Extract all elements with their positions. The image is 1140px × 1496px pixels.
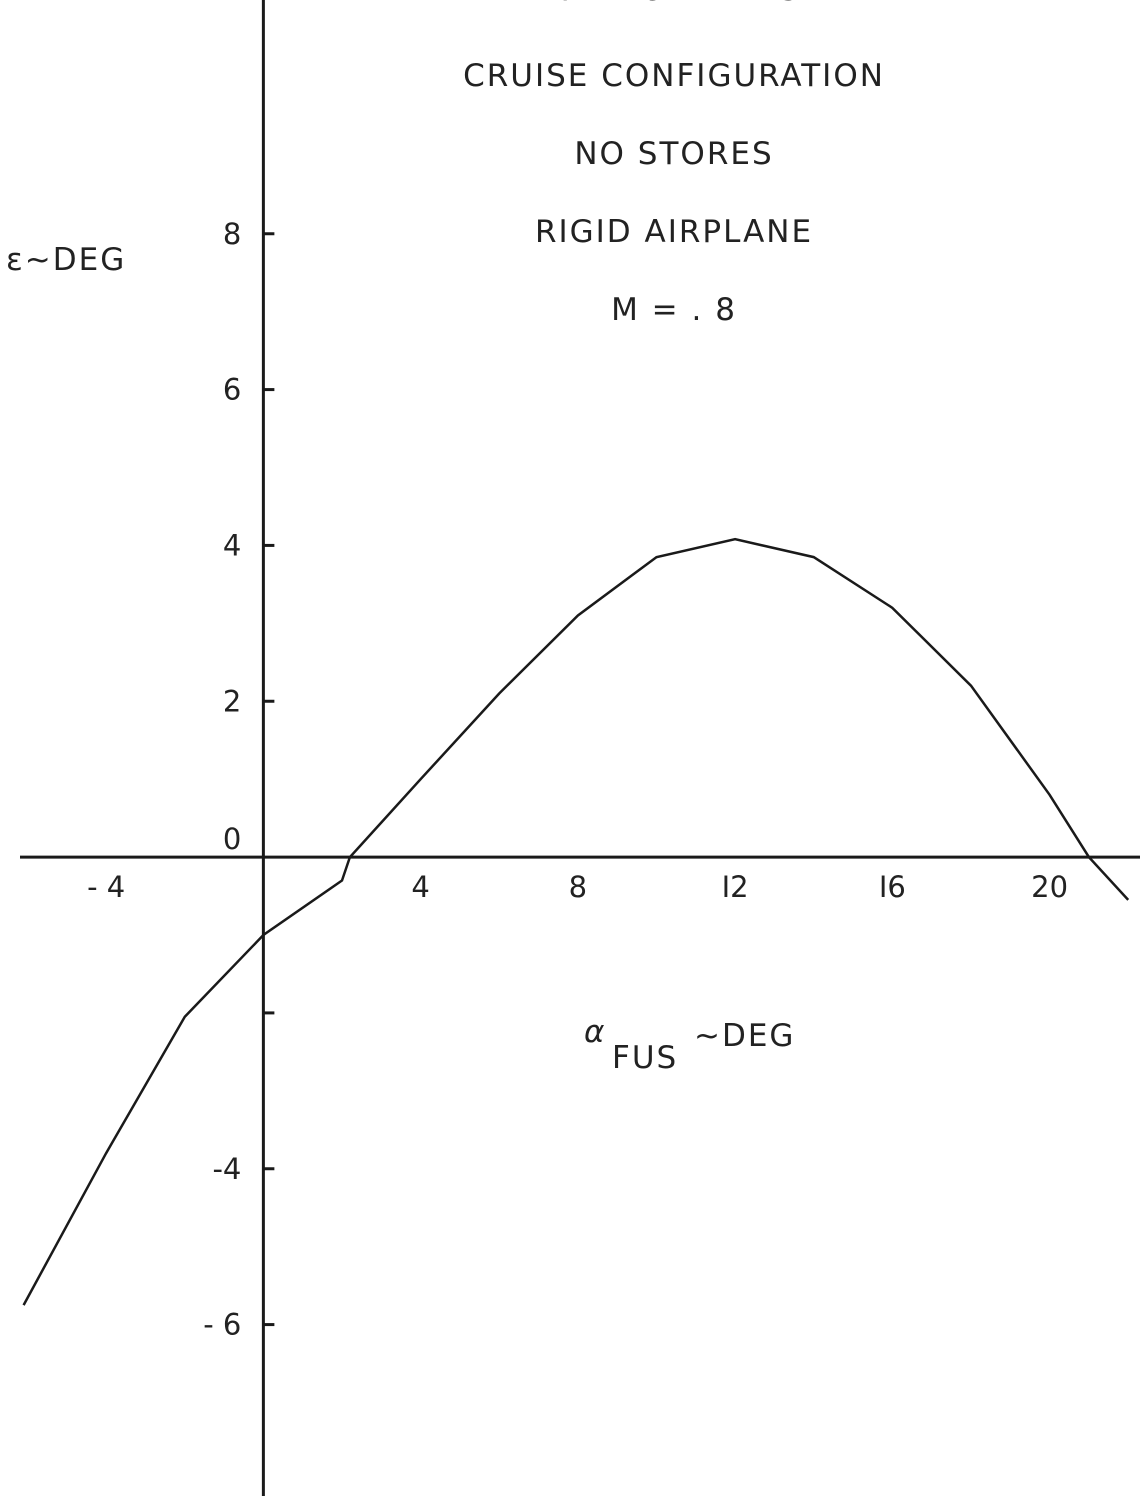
x-tick-label: I6: [879, 870, 906, 904]
title-line: M = . 8: [611, 292, 737, 328]
x-axis-label-subscript: FUS: [612, 1040, 678, 1076]
y-tick-label: 6: [223, 373, 241, 407]
title-line: RIGID AIRPLANE: [535, 214, 813, 250]
x-tick-label: I2: [722, 870, 749, 904]
y-tick-label: 8: [223, 217, 241, 251]
y-tick-label: 4: [223, 528, 241, 562]
x-tick-label: 4: [411, 870, 429, 904]
ticks: [263, 232, 275, 1327]
title-line: A-7A DOWNWASH: [522, 0, 826, 8]
title-line: CRUISE CONFIGURATION: [463, 58, 885, 94]
y-tick-label: - 6: [203, 1308, 241, 1342]
x-axis-label-unit: ~DEG: [694, 1018, 795, 1054]
x-tick-label: 20: [1031, 870, 1068, 904]
y-tick-label: 0: [223, 822, 241, 856]
series-line: [22, 537, 1130, 1306]
title-line: NO STORES: [574, 136, 773, 172]
y-tick-label: 2: [223, 684, 241, 718]
y-axis-label: ε~DEG: [6, 242, 126, 278]
chart-title: A-7A DOWNWASH CRUISE CONFIGURATION NO STOR…: [463, 0, 885, 328]
axes: [20, 0, 1140, 1496]
y-tick-label: -4: [212, 1152, 241, 1186]
x-axis-label-symbol: α: [584, 1014, 606, 1050]
x-tick-label: 8: [569, 870, 587, 904]
x-tick-label: - 4: [87, 870, 125, 904]
series: [22, 537, 1130, 1306]
